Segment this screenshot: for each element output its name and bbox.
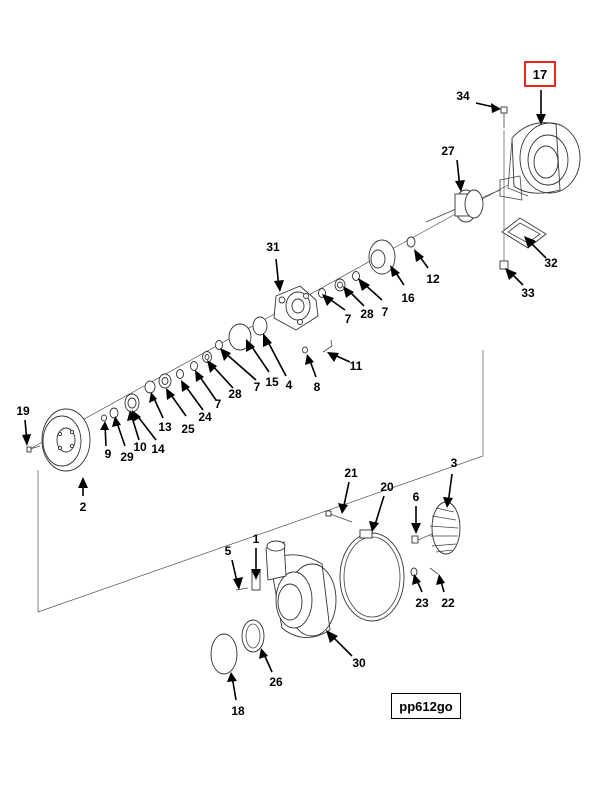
callout-29[interactable]: 29 [120, 450, 134, 464]
bearing-part-28-lower [202, 351, 212, 363]
nut-part-6 [411, 535, 419, 544]
stud-part-34 [500, 106, 508, 262]
seal-ring-part-15 [228, 323, 252, 351]
highlight-box-part-17 [524, 61, 556, 87]
nut-part-9 [101, 414, 107, 422]
turbine-housing-part-17 [499, 122, 581, 201]
callout-21[interactable]: 21 [344, 466, 358, 480]
seal-part-29 [109, 407, 119, 419]
callout-9[interactable]: 9 [105, 447, 112, 461]
callout-7-b[interactable]: 7 [345, 312, 352, 326]
bearing-part-25 [158, 373, 172, 389]
callout-7-d[interactable]: 7 [215, 397, 222, 411]
figure-reference-text: pp612go [399, 698, 453, 714]
ring-part-7-upper-b [352, 271, 360, 281]
plug-part-8 [302, 346, 308, 354]
compressor-wheel-part-3 [429, 501, 461, 555]
retainer-part-13 [144, 380, 156, 394]
callout-16[interactable]: 16 [401, 291, 415, 305]
callout-8[interactable]: 8 [314, 380, 321, 394]
seal-ring-part-4 [252, 316, 268, 336]
callout-2[interactable]: 2 [80, 500, 87, 514]
callout-20[interactable]: 20 [380, 480, 394, 494]
callout-33[interactable]: 33 [521, 286, 535, 300]
washer-part-24 [176, 369, 184, 379]
callout-28-a[interactable]: 28 [360, 307, 374, 321]
callout-19[interactable]: 19 [16, 404, 30, 418]
bolt-part-5 [235, 587, 249, 591]
callout-5[interactable]: 5 [225, 544, 232, 558]
figure-reference-code: pp612go [391, 693, 461, 719]
gasket-part-32 [501, 217, 547, 249]
compressor-housing-part-30 [251, 540, 337, 638]
callout-4[interactable]: 4 [286, 378, 293, 392]
shaft-tip [417, 533, 433, 541]
bolt-part-22 [429, 567, 439, 575]
callout-13[interactable]: 13 [158, 420, 172, 434]
callout-32[interactable]: 32 [544, 256, 558, 270]
callout-10[interactable]: 10 [133, 440, 147, 454]
callout-7-c[interactable]: 7 [254, 380, 261, 394]
callout-24[interactable]: 24 [198, 410, 212, 424]
callout-28-b[interactable]: 28 [228, 387, 242, 401]
callout-12[interactable]: 12 [426, 272, 440, 286]
v-band-clamp-part-20 [339, 529, 405, 622]
ring-part-7-lower-b [190, 361, 198, 371]
compressor-cover-part-2 [41, 408, 91, 472]
callout-7-a[interactable]: 7 [382, 305, 389, 319]
bolt-part-21 [325, 510, 353, 523]
callout-15[interactable]: 15 [265, 375, 279, 389]
nut-part-33 [499, 260, 509, 270]
bearing-part-28-upper [334, 278, 346, 292]
callout-23[interactable]: 23 [415, 596, 429, 610]
callout-18[interactable]: 18 [231, 704, 245, 718]
clip-part-11 [322, 339, 333, 353]
snap-ring-part-18 [210, 633, 238, 675]
o-ring-part-12 [406, 236, 416, 248]
callout-6[interactable]: 6 [413, 490, 420, 504]
callout-arrows [22, 90, 547, 701]
ring-part-7-lower-a [215, 340, 223, 350]
bearing-housing-part-31 [273, 285, 319, 331]
callout-25[interactable]: 25 [181, 422, 195, 436]
callout-30[interactable]: 30 [352, 656, 366, 670]
callout-11[interactable]: 11 [350, 359, 363, 373]
callout-1[interactable]: 1 [253, 532, 260, 546]
callout-14[interactable]: 14 [151, 442, 165, 456]
callout-26[interactable]: 26 [269, 675, 283, 689]
callout-31[interactable]: 31 [266, 240, 280, 254]
shaft-centerline [27, 184, 509, 451]
callout-27[interactable]: 27 [441, 144, 455, 158]
ring-part-26 [241, 619, 265, 653]
assembly-link-lines [37, 350, 484, 613]
turbine-wheel-part-27 [425, 189, 501, 223]
thrust-ring-part-16 [368, 239, 396, 275]
thrust-sleeve-part-14 [124, 393, 140, 413]
callout-3[interactable]: 3 [451, 456, 458, 470]
callout-17[interactable]: 17 [533, 67, 547, 82]
bolt-part-19 [26, 445, 41, 453]
callout-22[interactable]: 22 [441, 596, 455, 610]
callout-34[interactable]: 34 [456, 89, 470, 103]
